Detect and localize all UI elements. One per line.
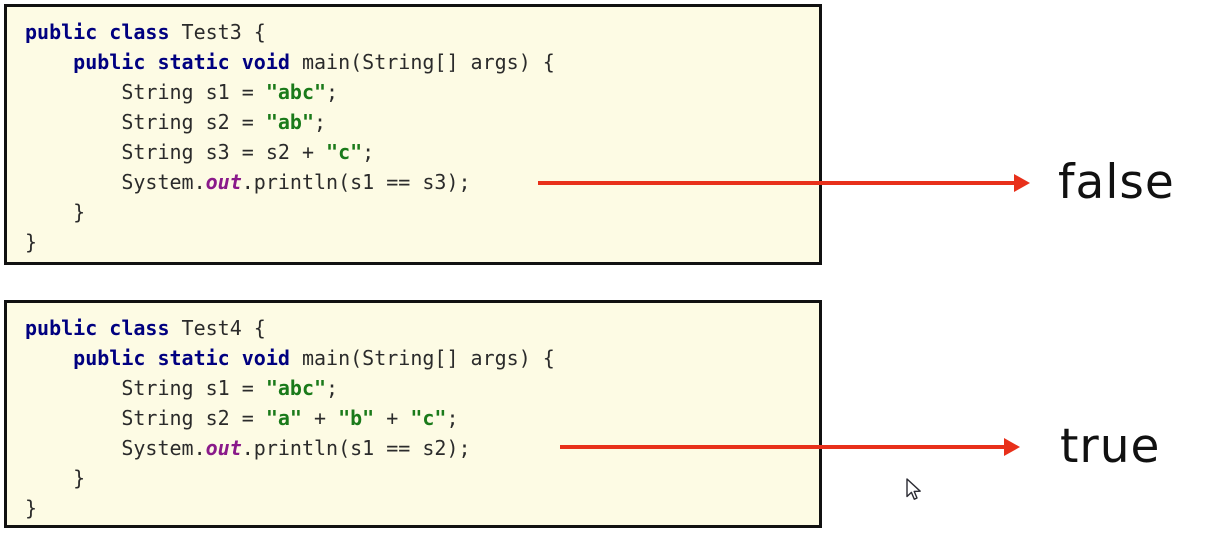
code-token: } [25, 466, 86, 490]
code-line: } [25, 227, 819, 257]
code-token: } [25, 230, 38, 254]
code-token: public [25, 20, 98, 44]
arrow-line-test4 [560, 445, 1006, 449]
output-label-true: true [1060, 419, 1161, 474]
code-token: ; [446, 406, 459, 430]
arrow-line-test3 [538, 181, 1016, 185]
code-listing-test4: public class Test4 { public static void … [7, 303, 819, 523]
code-token [145, 50, 157, 74]
code-token: out [205, 170, 242, 194]
code-line: } [25, 197, 819, 227]
code-token: public [73, 50, 146, 74]
code-token: } [25, 496, 38, 520]
code-token: out [205, 436, 242, 460]
code-line: String s2 = "ab"; [25, 107, 819, 137]
code-token: class [109, 316, 170, 340]
code-token: System. [25, 436, 206, 460]
code-token: ; [326, 80, 339, 104]
code-token: String s1 = [25, 80, 266, 104]
code-token: String s2 = [25, 110, 266, 134]
code-token: "ab" [265, 110, 314, 134]
code-line: } [25, 463, 819, 493]
code-token: "b" [338, 406, 375, 430]
code-line: String s2 = "a" + "b" + "c"; [25, 403, 819, 433]
code-token: + [301, 406, 339, 430]
code-token: "abc" [265, 80, 327, 104]
code-line: public class Test3 { [25, 17, 819, 47]
code-token: void [241, 346, 290, 370]
code-token: "abc" [265, 376, 327, 400]
code-token: String s2 = [25, 406, 266, 430]
code-token [25, 50, 73, 74]
code-token: main(String[] args) { [289, 346, 555, 370]
code-token: String s1 = [25, 376, 266, 400]
code-token: String s3 = s2 + [25, 140, 327, 164]
code-block-test3: public class Test3 { public static void … [4, 4, 822, 265]
code-token: Test4 { [169, 316, 266, 340]
code-token: + [374, 406, 411, 430]
code-token: .println(s1 == s2); [241, 436, 471, 460]
code-line: } [25, 493, 819, 523]
code-token [145, 346, 157, 370]
code-token [25, 346, 73, 370]
code-token: public [25, 316, 98, 340]
code-line: System.out.println(s1 == s3); [25, 167, 819, 197]
code-token: static [157, 346, 230, 370]
code-token: Test3 { [169, 20, 266, 44]
code-line: String s1 = "abc"; [25, 373, 819, 403]
code-token: ; [362, 140, 375, 164]
code-line: public static void main(String[] args) { [25, 47, 819, 77]
code-line: System.out.println(s1 == s2); [25, 433, 819, 463]
code-token: class [109, 20, 170, 44]
code-line: String s3 = s2 + "c"; [25, 137, 819, 167]
code-token [97, 20, 109, 44]
code-listing-test3: public class Test3 { public static void … [7, 7, 819, 257]
mouse-pointer-icon [906, 478, 921, 500]
arrow-head-test3 [1014, 174, 1030, 192]
code-token [230, 50, 242, 74]
code-token: "a" [265, 406, 302, 430]
code-token: } [25, 200, 86, 224]
code-token: public [73, 346, 146, 370]
code-line: String s1 = "abc"; [25, 77, 819, 107]
code-token: void [241, 50, 290, 74]
arrow-head-test4 [1004, 438, 1020, 456]
code-token: main(String[] args) { [289, 50, 555, 74]
code-token: System. [25, 170, 206, 194]
code-token [97, 316, 109, 340]
code-token: "c" [326, 140, 363, 164]
code-token: ; [326, 376, 339, 400]
code-token [230, 346, 242, 370]
code-token: ; [314, 110, 327, 134]
code-token: .println(s1 == s3); [241, 170, 471, 194]
code-line: public class Test4 { [25, 313, 819, 343]
output-label-false: false [1058, 155, 1175, 210]
code-token: static [157, 50, 230, 74]
code-token: "c" [410, 406, 447, 430]
code-block-test4: public class Test4 { public static void … [4, 300, 822, 528]
code-line: public static void main(String[] args) { [25, 343, 819, 373]
